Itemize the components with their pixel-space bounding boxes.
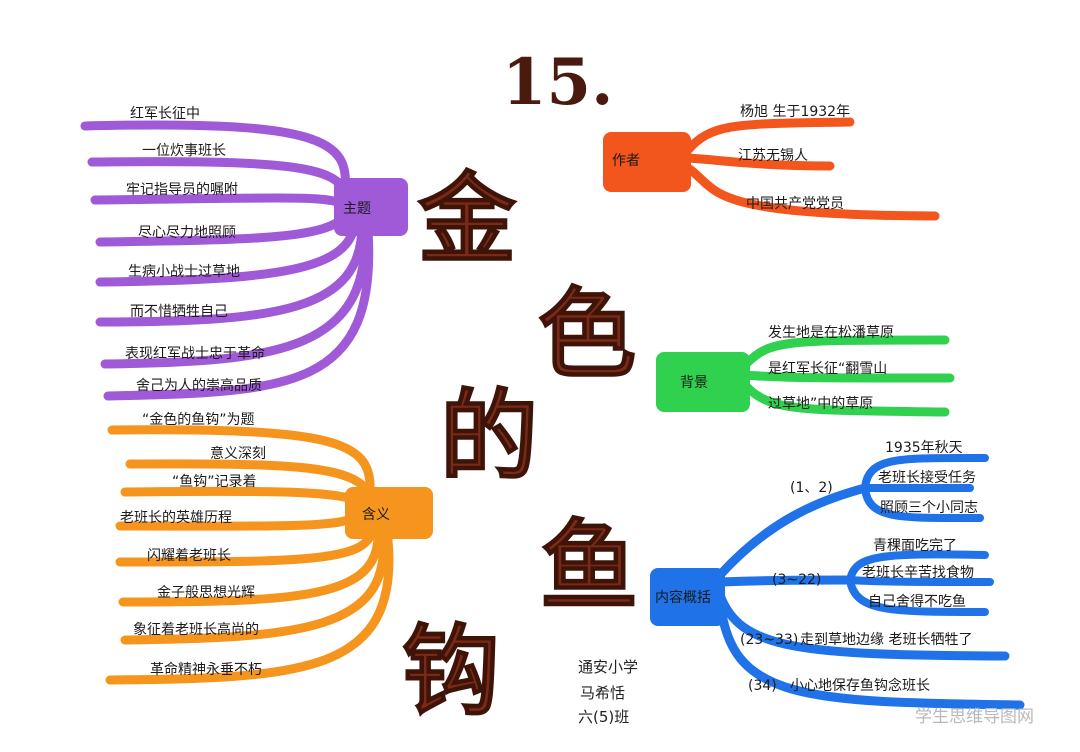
background-branch-line bbox=[740, 370, 955, 383]
summary-items: 1935年秋天 老班长接受任务 照顾三个小同志 青稞面吃完了 老班长辛苦找食物 … bbox=[790, 440, 978, 694]
theme-branch-line bbox=[100, 223, 370, 369]
theme-item: 红军长征中 bbox=[130, 106, 200, 122]
background-item: 发生地是在松潘草原 bbox=[768, 325, 894, 341]
title-char-5: 钩 bbox=[402, 614, 500, 729]
summary-item: 走到草地边缘 老班长牺牲了 bbox=[800, 632, 972, 648]
theme-branch-line bbox=[103, 225, 374, 401]
watermark: 学生思维导图网 bbox=[915, 707, 1034, 727]
summary-node bbox=[650, 568, 725, 626]
signature-class: 六(5)班 bbox=[578, 708, 629, 726]
theme-node-label: 主题 bbox=[343, 201, 371, 217]
meaning-item: 金子般思想光辉 bbox=[157, 585, 255, 601]
author-item: 中国共产党党员 bbox=[746, 196, 844, 212]
theme-branch-line bbox=[95, 217, 360, 287]
meaning-branch-line bbox=[120, 486, 365, 507]
author-branch bbox=[683, 117, 940, 221]
author-node bbox=[603, 132, 691, 192]
summary-range: (1、2) bbox=[790, 480, 833, 496]
author-branch-line bbox=[683, 163, 940, 221]
lesson-number: 15. bbox=[502, 45, 613, 120]
theme-branch-line bbox=[80, 120, 350, 195]
meaning-branch-line bbox=[105, 535, 394, 685]
summary-item: 照顾三个小同志 bbox=[880, 500, 978, 516]
meaning-item: 闪耀着老班长 bbox=[147, 548, 231, 564]
background-item: 过草地”中的草原 bbox=[768, 396, 873, 412]
summary-sub-line bbox=[846, 576, 989, 616]
summary-sub-line bbox=[861, 453, 989, 492]
summary-branch-line bbox=[715, 483, 870, 580]
summary-branch bbox=[715, 453, 1025, 710]
summary-branch-line bbox=[715, 575, 855, 587]
summary-ranges: (1、2) (3~22) (23~33) (34) bbox=[740, 480, 833, 694]
theme-item: 牢记指导员的嘱咐 bbox=[126, 182, 238, 198]
author-node-label: 作者 bbox=[612, 153, 640, 169]
meaning-item: “鱼钩”记录着 bbox=[172, 473, 257, 490]
summary-range: (34) bbox=[748, 678, 777, 694]
meaning-items: “金色的鱼钩”为题 意义深刻 “鱼钩”记录着 老班长的英雄历程 闪耀着老班长 金… bbox=[120, 411, 266, 678]
background-node bbox=[656, 352, 750, 412]
theme-item: 尽心尽力地照顾 bbox=[138, 225, 236, 241]
background-branch-line bbox=[740, 380, 950, 417]
summary-sub-line bbox=[846, 576, 994, 586]
author-items: 杨旭 生于1932年 江苏无锡人 中国共产党党员 bbox=[738, 104, 850, 212]
theme-item: 而不惜牺牲自己 bbox=[130, 304, 228, 320]
summary-branch-line bbox=[715, 590, 1010, 661]
meaning-item: “金色的鱼钩”为题 bbox=[142, 411, 255, 428]
theme-item: 生病小战士过草地 bbox=[128, 264, 240, 280]
meaning-node-label: 含义 bbox=[362, 507, 390, 523]
summary-item: 老班长辛苦找食物 bbox=[862, 564, 974, 581]
meaning-node bbox=[345, 487, 433, 539]
theme-branch-line bbox=[90, 193, 350, 210]
title-char-4: 鱼 bbox=[540, 509, 638, 624]
meaning-item: 革命精神永垂不朽 bbox=[150, 661, 262, 678]
author-item: 江苏无锡人 bbox=[738, 148, 808, 164]
summary-item: 青稞面吃完了 bbox=[873, 538, 957, 554]
summary-sub-line bbox=[861, 484, 984, 523]
meaning-item: 意义深刻 bbox=[210, 445, 266, 462]
title-char-1: 金 bbox=[417, 162, 517, 277]
summary-item: 自己舍得不吃鱼 bbox=[868, 593, 966, 610]
theme-branch-line bbox=[95, 220, 367, 327]
meaning-branch-line bbox=[115, 525, 377, 567]
background-branch bbox=[740, 335, 955, 417]
theme-item: 一位炊事班长 bbox=[142, 143, 226, 159]
summary-node-label: 内容概括 bbox=[655, 589, 711, 606]
summary-item: 老班长接受任务 bbox=[878, 469, 976, 486]
author-branch-line bbox=[683, 117, 855, 155]
title-char-3: 的 bbox=[440, 379, 538, 494]
background-branch-line bbox=[740, 335, 950, 370]
theme-item: 表现红军战士忠于革命 bbox=[125, 345, 265, 362]
background-node-label: 背景 bbox=[680, 375, 708, 391]
meaning-branch-line bbox=[107, 425, 375, 495]
meaning-branch-line bbox=[118, 530, 383, 607]
meaning-item: 象征着老班长高尚的 bbox=[133, 621, 259, 638]
signature: 通安小学 马希恬 六(5)班 bbox=[578, 658, 638, 726]
theme-items: 红军长征中 一位炊事班长 牢记指导员的嘱咐 尽心尽力地照顾 生病小战士过草地 而… bbox=[125, 106, 265, 394]
title-char-2: 色 bbox=[538, 277, 636, 392]
theme-item: 舍己为人的崇高品质 bbox=[136, 377, 262, 394]
summary-range: (23~33) bbox=[740, 632, 798, 648]
background-items: 发生地是在松潘草原 是红军长征“翻雪山 过草地”中的草原 bbox=[768, 325, 894, 412]
summary-item: 1935年秋天 bbox=[885, 440, 963, 456]
summary-sub-line bbox=[846, 550, 989, 584]
signature-school: 通安小学 bbox=[578, 658, 638, 676]
summary-range: (3~22) bbox=[772, 572, 821, 588]
meaning-item: 老班长的英雄历程 bbox=[120, 509, 232, 526]
signature-name: 马希恬 bbox=[580, 684, 625, 702]
author-branch-line bbox=[683, 153, 835, 171]
meaning-branch-line bbox=[125, 459, 375, 500]
theme-node bbox=[334, 178, 408, 236]
author-item: 杨旭 生于1932年 bbox=[740, 104, 850, 120]
summary-branch-line bbox=[715, 595, 1025, 710]
background-item: 是红军长征“翻雪山 bbox=[768, 361, 887, 377]
summary-item: 小心地保存鱼钩念班长 bbox=[790, 677, 930, 694]
meaning-branch-line bbox=[120, 533, 388, 645]
